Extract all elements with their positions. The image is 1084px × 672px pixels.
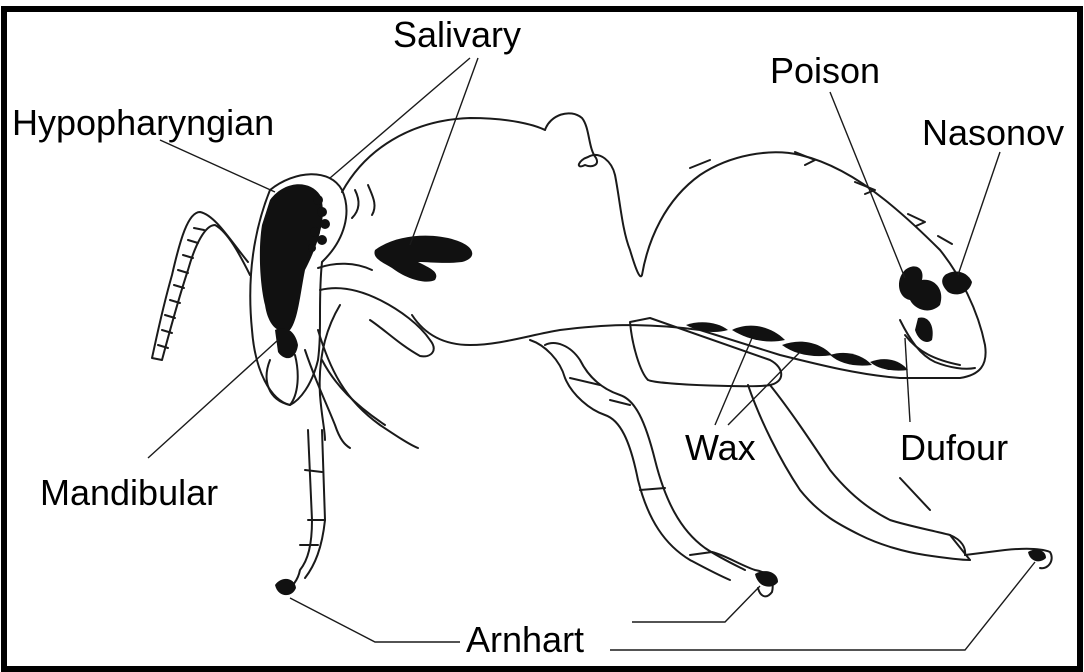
- wax-gland-5: [870, 359, 908, 370]
- dufour-gland: [915, 317, 933, 341]
- abdomen-tergites: [690, 152, 952, 244]
- wax-gland-1: [686, 322, 728, 332]
- wax-gland-4: [830, 353, 872, 366]
- salivary-gland: [374, 236, 472, 282]
- leader-wax-2: [728, 352, 800, 425]
- leader-arnhart-hind: [610, 562, 1035, 650]
- leader-dufour: [905, 338, 910, 422]
- label-poison: Poison: [770, 53, 880, 89]
- label-wax: Wax: [685, 430, 756, 466]
- label-hypopharyngian: Hypopharyngian: [12, 105, 274, 141]
- mandibular-gland: [275, 328, 298, 358]
- label-salivary: Salivary: [393, 17, 521, 53]
- label-arnhart: Arnhart: [466, 622, 584, 658]
- nasonov-gland: [942, 271, 972, 294]
- arnhart-gland-fore: [275, 579, 296, 595]
- leader-salivary-2: [410, 58, 478, 245]
- mid-leg: [530, 340, 773, 596]
- leader-wax-1: [715, 338, 752, 425]
- leader-arnhart-mid: [632, 586, 760, 622]
- label-mandibular: Mandibular: [40, 475, 218, 511]
- label-nasonov: Nasonov: [922, 115, 1064, 151]
- leader-poison: [830, 92, 905, 278]
- mandible: [267, 355, 298, 405]
- leader-nasonov: [958, 152, 1000, 275]
- antenna: [152, 212, 250, 360]
- poison-gland: [899, 266, 941, 310]
- leader-mandibular: [148, 340, 278, 458]
- glands: [260, 184, 1046, 595]
- leader-arnhart-fore: [290, 598, 460, 642]
- wax-gland-2: [732, 326, 785, 342]
- arnhart-gland-mid: [755, 571, 778, 586]
- sting-apparatus: [900, 320, 975, 369]
- wax-gland-3: [782, 342, 832, 357]
- leader-salivary-1: [330, 58, 470, 178]
- hypopharyngian-gland: [260, 184, 323, 331]
- label-dufour: Dufour: [900, 430, 1008, 466]
- fore-leg: [285, 264, 434, 590]
- arnhart-gland-hind: [1028, 550, 1046, 562]
- leader-hypopharyngian: [160, 140, 275, 192]
